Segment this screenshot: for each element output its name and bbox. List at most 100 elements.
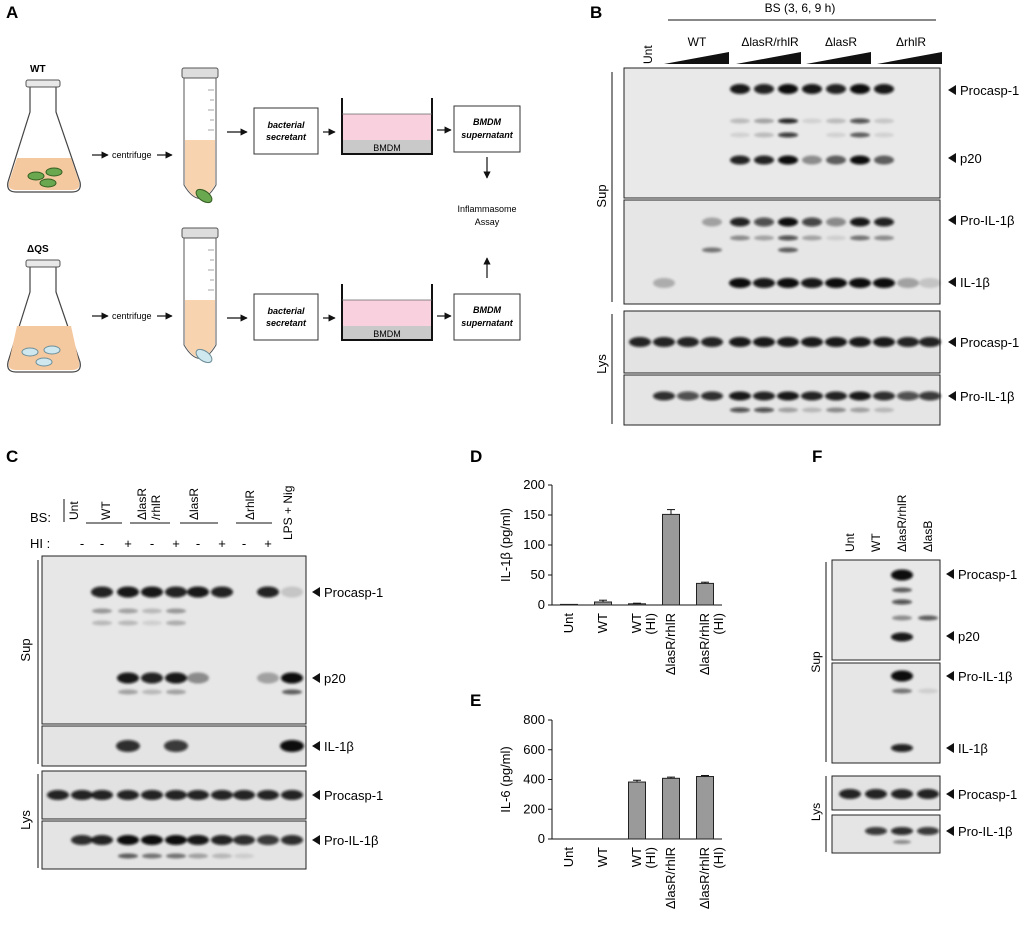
arrow-f-procasp (946, 569, 954, 579)
blot-band (849, 391, 871, 401)
band-c-procasp: Procasp-1 (324, 585, 383, 600)
blot-band (802, 217, 822, 227)
hi-sign: + (264, 536, 272, 551)
panel-c-unt: Unt (67, 501, 81, 520)
blot-b-lys-il1b (623, 374, 941, 426)
blot-band (234, 853, 254, 859)
blot-band (754, 407, 774, 413)
blot-band (118, 853, 138, 859)
centrifuge-label-qs: centrifuge (112, 311, 152, 321)
panel-f-sup-label: Sup (809, 651, 823, 673)
x-tick-label: (HI) (643, 613, 658, 635)
blot-band (850, 235, 870, 241)
blot-band (729, 337, 751, 347)
band-b-il1b: IL-1β (960, 275, 990, 290)
rhlr-time-wedge (877, 52, 942, 64)
blot-band (826, 235, 846, 241)
blot-band (280, 740, 304, 752)
panel-e-letter: E (470, 691, 481, 710)
blot-band (187, 586, 209, 598)
y-tick-label: 200 (523, 801, 545, 816)
blot-band (142, 853, 162, 859)
blot-band (919, 337, 941, 347)
blot-band (850, 217, 870, 227)
panel-b-sup-label: Sup (594, 184, 609, 207)
blot-band (729, 278, 751, 288)
y-tick-label: 600 (523, 742, 545, 757)
hi-sign: - (100, 536, 104, 551)
qs-flask-label: ΔQS (27, 244, 49, 255)
blot-band (257, 672, 279, 684)
blot-band (801, 278, 823, 288)
panel-b-lys-label: Lys (594, 354, 609, 374)
blot-band (117, 790, 139, 800)
blot-band (730, 217, 750, 227)
blot-band (653, 337, 675, 347)
blot-band (281, 672, 303, 684)
panel-a-letter: A (6, 3, 18, 22)
panel-f-lasb: ΔlasB (921, 521, 935, 552)
bmdm-label-qs: BMDM (373, 329, 401, 339)
panel-c-wt: WT (99, 501, 113, 520)
panel-f-wt: WT (869, 533, 883, 552)
blot-band (892, 688, 912, 694)
panel-a: A WT centrifuge bacterial secretant (6, 3, 521, 373)
blot-band (919, 391, 941, 401)
blot-band (874, 217, 894, 227)
bar (560, 603, 578, 606)
qs-tube-icon (181, 227, 219, 364)
blot-band (141, 586, 163, 598)
blot-band (778, 84, 798, 94)
blot-band (850, 407, 870, 413)
blot-band (141, 790, 163, 800)
blot-band (281, 835, 303, 845)
blot-band (874, 84, 894, 94)
blot-band (850, 84, 870, 94)
x-tick-label: ΔlasR/rhlR (697, 847, 712, 909)
panel-b-letter: B (590, 3, 602, 22)
blot-band (118, 689, 138, 695)
panel-f-lys-label: Lys (809, 803, 823, 821)
arrow-b-lys-procasp (948, 337, 956, 347)
blot-band (165, 586, 187, 598)
panel-b-header: BS (3, 6, 9 h) (765, 1, 836, 15)
secretant-text-1-wt: bacterial (267, 120, 305, 130)
band-b-p20: p20 (960, 151, 982, 166)
blot-band (825, 278, 847, 288)
blot-band (188, 853, 208, 859)
secretant-text-2-wt: secretant (266, 132, 307, 142)
blot-band (826, 155, 846, 165)
super-text-1-wt: BMDM (473, 117, 501, 127)
blot-band (142, 620, 162, 626)
panel-c-lps-nig: LPS + Nig (281, 486, 295, 540)
blot-band (825, 337, 847, 347)
blot-band (702, 247, 722, 253)
blot-band (257, 586, 279, 598)
y-tick-label: 200 (523, 477, 545, 492)
blot-band (917, 789, 939, 799)
band-c-p20: p20 (324, 671, 346, 686)
blot-band (891, 632, 913, 642)
blot-band (892, 615, 912, 621)
blot-band (802, 407, 822, 413)
arrow-c-lys-procasp (312, 790, 320, 800)
arrow-f-il1b (946, 743, 954, 753)
lasr-rhlr-time-wedge (736, 52, 801, 64)
blot-band (677, 391, 699, 401)
blot-band (874, 132, 894, 138)
blot-band (778, 118, 798, 124)
blot-band (801, 337, 823, 347)
assay-text-1: Inflammasome (457, 204, 516, 214)
y-tick-label: 400 (523, 772, 545, 787)
x-tick-label: (HI) (711, 613, 726, 635)
arrow-c-lys-pro-il1b (312, 835, 320, 845)
blot-band (211, 790, 233, 800)
x-tick-label: ΔlasR/rhlR (663, 847, 678, 909)
blot-band (653, 391, 675, 401)
blot-band (212, 853, 232, 859)
blot-band (187, 672, 209, 684)
blot-b-bands (629, 84, 941, 413)
x-tick-label: WT (595, 847, 610, 867)
